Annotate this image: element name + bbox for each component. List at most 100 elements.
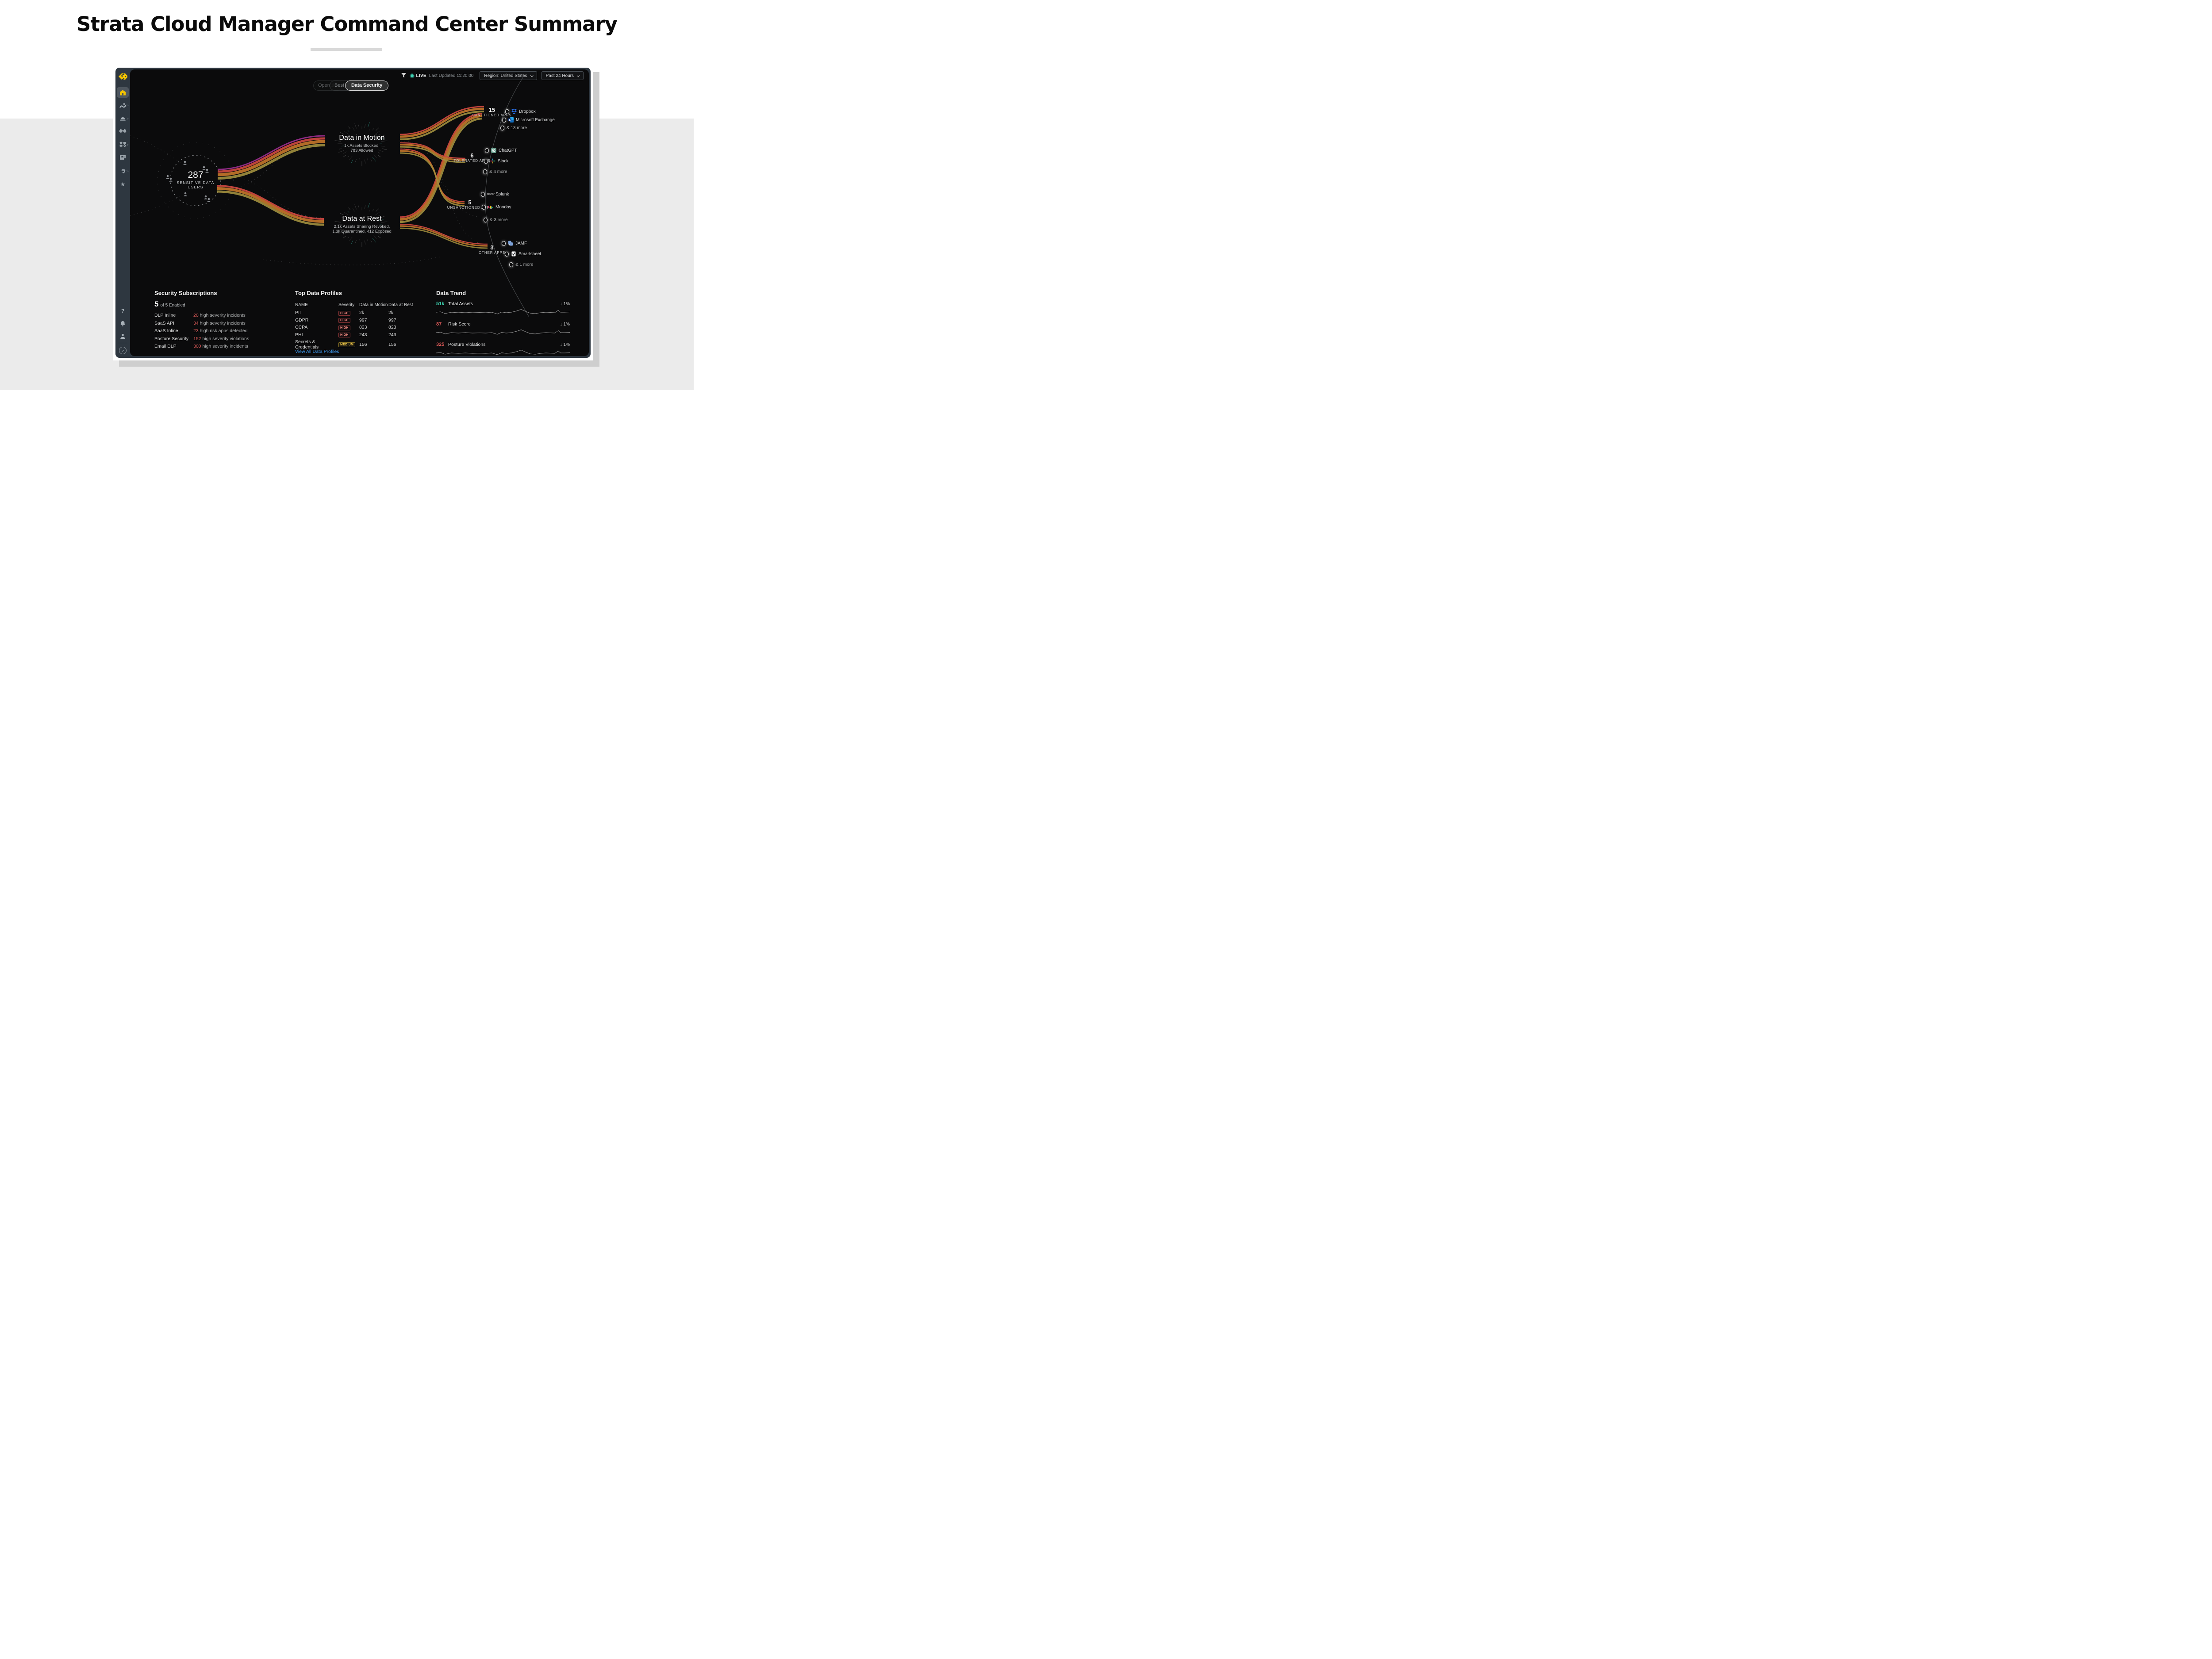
arc-node-circle <box>485 148 489 153</box>
sidebar-item-settings[interactable] <box>115 168 130 175</box>
subscription-name: Posture Security <box>154 336 189 341</box>
time-range-value: Past 24 Hours <box>545 73 574 78</box>
panw-logo-icon <box>118 73 127 80</box>
notifications-bell-icon[interactable] <box>115 321 130 326</box>
profile-at-rest: 243 <box>388 332 396 337</box>
trend-change: ↓ 1% <box>560 322 570 327</box>
subscription-name: DLP Inline <box>154 313 176 318</box>
subscription-name: Email DLP <box>154 344 177 349</box>
severity-badge: HIGH <box>338 310 350 316</box>
sidebar-item-reports[interactable] <box>115 155 130 160</box>
sidebar-item-activity[interactable] <box>115 102 130 109</box>
unsanctioned-apps-category: 5 UNSANCTIONED APPS <box>447 199 492 210</box>
sensitive-users-count: 287 <box>188 170 204 180</box>
security-subscriptions-title: Security Subscriptions <box>154 290 217 296</box>
data-in-motion-node: Data in Motion 1k Assets Blocked, 783 Al… <box>339 134 384 153</box>
app-name: Dropbox <box>519 109 536 114</box>
col-data-in-motion: Data in Motion <box>359 303 388 307</box>
profile-row: PHI HIGH 243 243 <box>295 332 423 338</box>
sidebar-item-favorites[interactable]: ★ <box>120 181 126 188</box>
enabled-count: 5 <box>154 300 159 308</box>
region-dropdown[interactable]: Region: United States <box>480 71 537 80</box>
data-at-rest-sub-2: 1.3k Quarantined, 412 Exposed <box>332 229 392 234</box>
app-more-label: & 13 more <box>507 125 527 130</box>
subscription-row: Email DLP 300 high severity incidents <box>154 344 287 349</box>
chevron-down-icon <box>576 73 580 77</box>
profile-name: PHI <box>295 332 303 337</box>
arc-node-circle <box>481 192 485 197</box>
data-at-rest-sub-1: 2.1k Assets Sharing Revoked, <box>334 224 390 229</box>
app-item-smartsheet[interactable]: Smartsheet <box>505 251 541 257</box>
title-underline <box>311 48 382 51</box>
profile-row: PII HIGH 2k 2k <box>295 310 423 316</box>
profile-name: CCPA <box>295 325 308 330</box>
chatgpt-icon <box>491 148 496 153</box>
app-item-chatgpt[interactable]: ChatGPT <box>485 147 517 153</box>
severity-badge: HIGH <box>338 325 350 330</box>
profile-at-rest: 997 <box>388 317 396 323</box>
trend-change: ↓ 1% <box>560 342 570 347</box>
subscription-stat: 34 high severity incidents <box>193 320 246 326</box>
tab-data-security[interactable]: Data Security <box>345 80 389 91</box>
dashboard-canvas: LIVE Last Updated 11:20:00 Region: Unite… <box>130 69 589 356</box>
trend-row-posture-violations: 325 Posture Violations ↓ 1% <box>436 342 570 347</box>
tolerated-apps-count: 6 <box>470 152 474 159</box>
profile-row: CCPA HIGH 823 823 <box>295 325 423 330</box>
data-trend-title: Data Trend <box>436 290 466 296</box>
chevron-down-icon <box>530 73 534 77</box>
app-item-jamf[interactable]: JAMF <box>502 240 527 246</box>
top-data-profiles-panel: Top Data Profiles NAME Severity Data in … <box>295 290 423 355</box>
sidebar-item-discover[interactable] <box>115 128 130 133</box>
chevron-right-icon: > <box>127 169 129 173</box>
filter-icon[interactable] <box>401 73 407 78</box>
app-item-microsoft-exchange[interactable]: E Microsoft Exchange <box>502 117 555 123</box>
app-item-dropbox[interactable]: Dropbox <box>505 108 536 115</box>
arc-node-circle <box>484 217 488 222</box>
other-apps-category: 3 OTHER APPS <box>479 244 505 255</box>
trend-label: Posture Violations <box>448 342 486 347</box>
app-name: ChatGPT <box>499 148 517 153</box>
arc-node-circle <box>509 262 513 267</box>
view-all-data-profiles-link[interactable]: View All Data Profiles <box>295 349 339 354</box>
app-item-slack[interactable]: Slack <box>484 158 508 164</box>
chevron-right-icon: > <box>127 143 129 147</box>
sanctioned-apps-label: SANCTIONED APPS <box>472 113 512 117</box>
app-name: Microsoft Exchange <box>516 117 555 123</box>
app-item-sanctioned-more[interactable]: & 13 more <box>500 125 527 131</box>
sidebar-expand-button[interactable]: > <box>119 347 127 354</box>
risk-score-sparkline <box>436 330 570 335</box>
microsoft-exchange-icon: E <box>508 117 514 123</box>
profile-row: GDPR HIGH 997 997 <box>295 317 423 323</box>
arc-node-circle <box>484 158 488 164</box>
sidebar-item-workflows[interactable] <box>115 142 130 147</box>
app-name: Splunk <box>495 192 509 197</box>
time-range-dropdown[interactable]: Past 24 Hours <box>541 71 584 80</box>
slack-icon <box>490 158 495 164</box>
arc-node-circle <box>483 169 487 174</box>
app-item-tolerated-more[interactable]: & 4 more <box>483 169 507 175</box>
panw-logo <box>115 72 130 81</box>
app-item-other-more[interactable]: & 1 more <box>509 261 534 268</box>
profile-icon[interactable] <box>115 333 130 339</box>
app-item-unsanctioned-more[interactable]: & 3 more <box>484 217 508 223</box>
trend-row-total-assets: 51k Total Assets ↓ 1% <box>436 301 570 307</box>
sanctioned-apps-count: 15 <box>488 107 495 113</box>
trend-change: ↓ 1% <box>560 302 570 307</box>
app-item-splunk[interactable]: splunk> Splunk <box>481 191 509 197</box>
trend-value: 51k <box>436 301 445 307</box>
data-at-rest-title: Data at Rest <box>342 215 382 222</box>
app-item-monday[interactable]: Monday <box>482 204 511 210</box>
sidebar-item-alerts[interactable] <box>115 115 130 121</box>
help-icon[interactable]: ? <box>121 308 125 314</box>
splunk-icon: splunk> <box>487 193 495 195</box>
subscription-row: DLP Inline 20 high severity incidents <box>154 313 287 318</box>
trend-label: Risk Score <box>448 322 471 327</box>
profile-in-motion: 243 <box>359 332 367 337</box>
col-severity: Severity <box>338 303 355 307</box>
top-data-profiles-title: Top Data Profiles <box>295 290 342 296</box>
subscription-name: SaaS Inline <box>154 328 178 334</box>
profile-at-rest: 156 <box>388 341 396 347</box>
sidebar-item-home[interactable] <box>117 87 129 98</box>
gear-icon <box>121 169 126 174</box>
